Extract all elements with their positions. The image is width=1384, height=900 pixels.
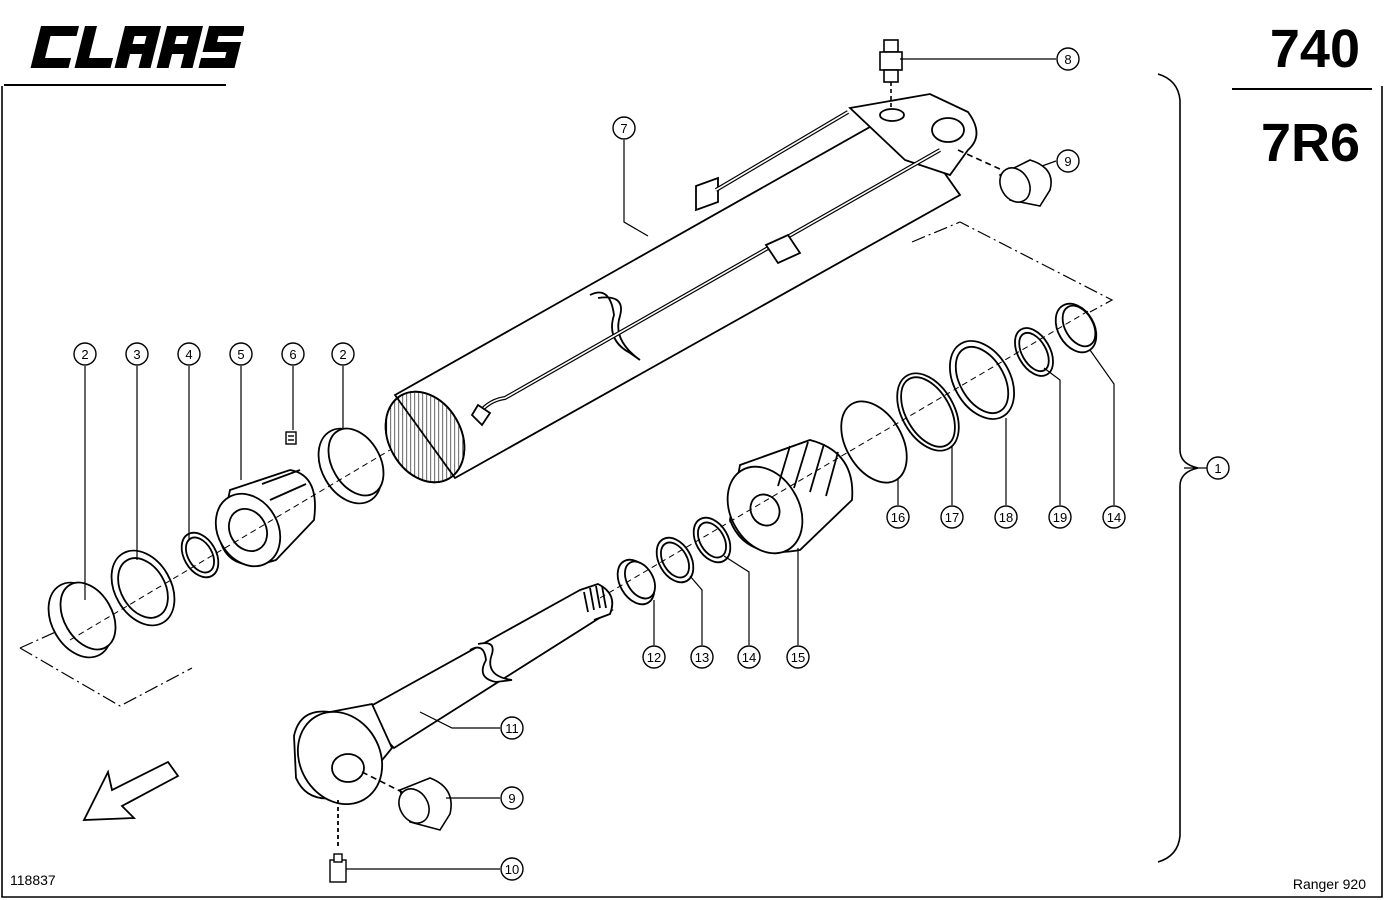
callout-label: 6 — [289, 347, 296, 362]
cylinder-tube — [384, 93, 978, 484]
callout-label: 12 — [647, 650, 661, 665]
callout-19: 19 — [1048, 505, 1072, 529]
wiper-ring-head — [317, 427, 385, 505]
callout-label: 11 — [505, 721, 519, 736]
page-frame — [1, 86, 1383, 898]
callout-label: 5 — [237, 347, 244, 362]
callout-label: 14 — [1107, 510, 1121, 525]
direction-arrow — [82, 760, 180, 821]
bushing-lower — [361, 771, 452, 831]
rod-seals — [616, 516, 732, 606]
centre-line-right — [599, 309, 1091, 599]
callout-label: 14 — [742, 650, 756, 665]
callout-18: 18 — [994, 505, 1018, 529]
breather-valve — [879, 39, 903, 108]
callout-label: 15 — [791, 650, 805, 665]
piston-rod — [293, 583, 614, 848]
callout-1: 1 — [1206, 456, 1230, 480]
callout-12: 12 — [642, 645, 666, 669]
header-rule — [4, 84, 226, 86]
drawing-number: 118837 — [10, 872, 56, 888]
callout-label: 10 — [505, 862, 519, 877]
cylinder-head — [214, 469, 316, 568]
grease-nipple — [329, 853, 347, 883]
model-name: Ranger 920 — [1292, 876, 1366, 892]
code-divider — [1232, 88, 1372, 90]
callout-label: 7 — [620, 121, 627, 136]
callout-16: 16 — [886, 505, 910, 529]
guide-ring-left — [110, 549, 176, 627]
group-code: 740 — [1269, 19, 1360, 79]
callouts: 1 2 2 3 4 5 6 7 8 9 9 10 11 12 13 14 14 … — [73, 47, 1230, 881]
callout-label: 1 — [1214, 461, 1221, 476]
piston — [726, 439, 854, 555]
callout-14: 14 — [1102, 505, 1126, 529]
o-ring-left — [180, 531, 220, 579]
callout-label: 16 — [891, 510, 905, 525]
callout-label: 18 — [999, 510, 1013, 525]
callout-11: 11 — [500, 716, 524, 740]
piston-seal — [896, 372, 960, 452]
callout-3: 3 — [125, 342, 149, 366]
bushing-upper — [957, 149, 1052, 207]
callout-label: 8 — [1064, 52, 1071, 67]
callout-2: 2 — [331, 342, 355, 366]
claas-logo — [30, 26, 244, 68]
piston-guide-ring — [949, 340, 1015, 420]
wiper-ring-left — [47, 581, 117, 659]
callout-label: 4 — [185, 347, 192, 362]
callout-label: 17 — [945, 510, 959, 525]
callout-17: 17 — [940, 505, 964, 529]
callout-7: 7 — [612, 116, 636, 140]
o-ring-piston — [840, 400, 908, 484]
back-up-ring — [1014, 327, 1054, 377]
callout-4: 4 — [177, 342, 201, 366]
alignment-lines — [19, 221, 1114, 707]
grub-screw — [285, 431, 297, 445]
callout-label: 9 — [1064, 154, 1071, 169]
wiper-ring-right — [1054, 302, 1098, 354]
callout-9: 9 — [500, 786, 524, 810]
callout-label: 2 — [339, 347, 346, 362]
callout-8: 8 — [1056, 47, 1080, 71]
callout-14: 14 — [737, 645, 761, 669]
callout-label: 3 — [133, 347, 140, 362]
callout-13: 13 — [690, 645, 714, 669]
callout-2: 2 — [73, 342, 97, 366]
callout-10: 10 — [500, 857, 524, 881]
callout-15: 15 — [786, 645, 810, 669]
callout-9: 9 — [1056, 149, 1080, 173]
callout-label: 2 — [81, 347, 88, 362]
sub-group-code: 7R6 — [1260, 113, 1360, 173]
centre-line-left — [69, 449, 391, 641]
callout-label: 13 — [695, 650, 709, 665]
leader-lines — [84, 58, 1208, 870]
callout-6: 6 — [281, 342, 305, 366]
callout-5: 5 — [229, 342, 253, 366]
callout-label: 19 — [1053, 510, 1067, 525]
callout-label: 9 — [508, 791, 515, 806]
